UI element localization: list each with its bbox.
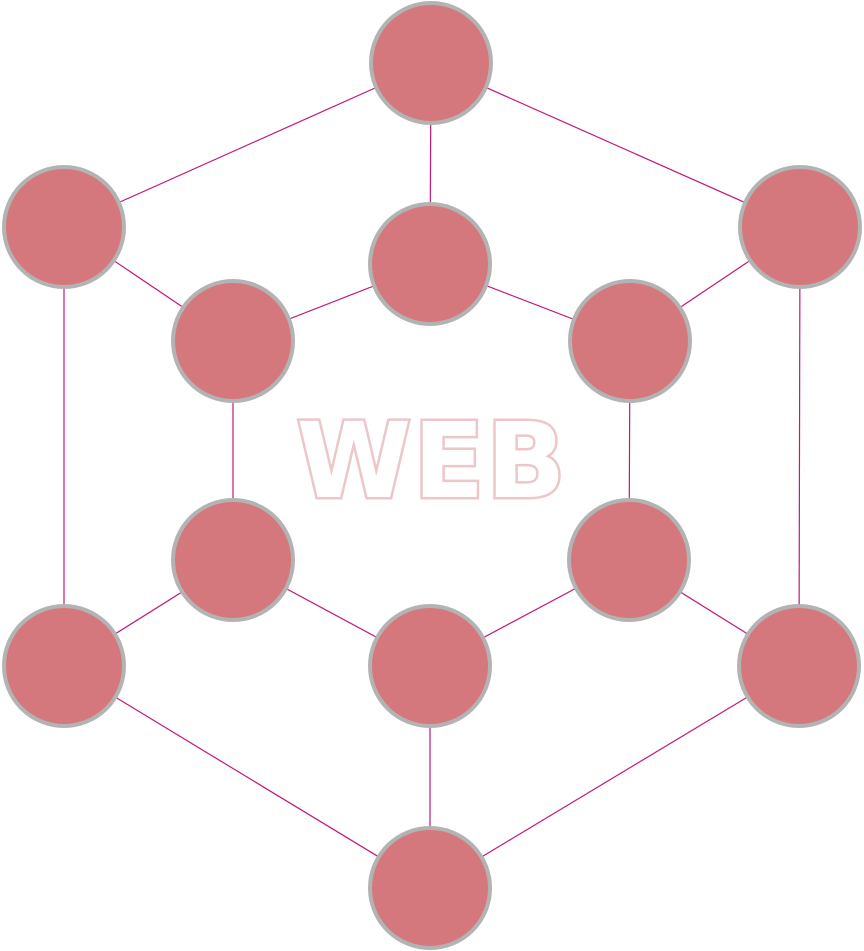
edge-outer-lower-left-to-outer-bottom <box>63 665 431 889</box>
node-inner-lower-left <box>171 498 295 622</box>
node-outer-lower-right <box>737 604 861 728</box>
node-outer-upper-left <box>2 165 126 289</box>
node-inner-upper-right <box>568 279 692 403</box>
center-label: WEB <box>296 400 567 522</box>
node-outer-lower-left <box>2 604 126 728</box>
node-inner-bottom <box>368 604 492 728</box>
node-inner-upper-left <box>171 279 295 403</box>
edge-outer-top-to-outer-upper-right <box>430 62 801 228</box>
edge-outer-top-to-outer-upper-left <box>63 62 432 228</box>
node-inner-lower-right <box>567 498 691 622</box>
node-outer-bottom <box>368 826 492 950</box>
edge-outer-lower-right-to-outer-bottom <box>429 665 800 889</box>
node-outer-upper-right <box>738 165 862 289</box>
node-outer-top <box>369 1 493 125</box>
edge-outer-upper-right-to-outer-lower-right <box>798 226 801 667</box>
node-inner-top <box>368 202 492 326</box>
